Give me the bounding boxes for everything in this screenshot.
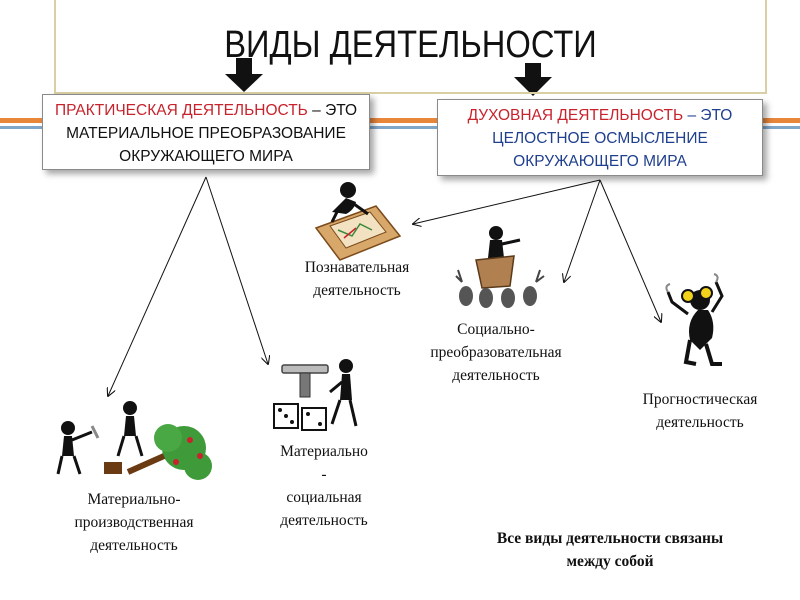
social-transform-label-line-1: Социально- (457, 321, 535, 338)
spiritual-line-1: ДУХОВНАЯ ДЕЯТЕЛЬНОСТЬ – ЭТО (438, 104, 762, 127)
material-social-label-line-4: деятельность (280, 512, 368, 529)
practical-line-2: МАТЕРИАЛЬНОЕ ПРЕОБРАЗОВАНИЕ (66, 125, 346, 142)
material-social-label-line-3: социальная (286, 489, 362, 506)
practical-line-1: ПРАКТИЧЕСКАЯ ДЕЯТЕЛЬНОСТЬ – ЭТО (43, 99, 369, 122)
social-transform-label-line-2: преобразовательная (430, 344, 562, 361)
prognostic-figure-icon (665, 273, 724, 366)
spiritual-dash: – ЭТО (683, 107, 733, 124)
practical-line-3: ОКРУЖАЮЩЕГО МИРА (119, 148, 293, 165)
cognitive-label-line-1: Познавательная (304, 259, 410, 276)
spiritual-term: ДУХОВНАЯ ДЕЯТЕЛЬНОСТЬ (467, 107, 684, 124)
material-production-figure-icon (56, 401, 212, 480)
cognitive-figure-icon (314, 182, 402, 261)
prognostic-activity-label: Прогностическая деятельность (610, 388, 790, 434)
connector-to-cognitive (413, 179, 601, 224)
practical-term: ПРАКТИЧЕСКАЯ ДЕЯТЕЛЬНОСТЬ (54, 102, 308, 119)
social-transform-figure-icon (455, 226, 545, 308)
material-social-activity-label: Материально - социальная деятельность (254, 440, 394, 532)
spiritual-activity-box: ДУХОВНАЯ ДЕЯТЕЛЬНОСТЬ – ЭТО ЦЕЛОСТНОЕ ОС… (437, 99, 763, 176)
connector-to-material-production (108, 176, 207, 396)
material-production-label-line-3: деятельность (90, 537, 178, 554)
spiritual-line-2: ЦЕЛОСТНОЕ ОСМЫСЛЕНИЕ (492, 130, 708, 147)
down-arrow-left (225, 58, 263, 92)
practical-dash: – ЭТО (307, 102, 358, 119)
material-production-label-line-1: Материально- (87, 491, 181, 508)
connector-to-prognostic (599, 179, 661, 322)
cognitive-activity-label: Познавательная деятельность (272, 256, 442, 302)
connector-to-material-social (205, 176, 268, 364)
social-transform-activity-label: Социально- преобразовательная деятельнос… (398, 318, 594, 387)
connection-note-line-1: Все виды деятельности связаны (496, 530, 724, 547)
material-production-label-line-2: производственная (74, 514, 194, 531)
page-title: ВИДЫ ДЕЯТЕЛЬНОСТИ (224, 24, 597, 66)
material-production-activity-label: Материально- производственная деятельнос… (34, 488, 234, 557)
prognostic-label-line-1: Прогностическая (642, 391, 758, 408)
prognostic-label-line-2: деятельность (656, 414, 744, 431)
spiritual-line-3: ОКРУЖАЮЩЕГО МИРА (513, 153, 687, 170)
decorative-stripes (0, 118, 800, 129)
material-social-figure-icon (273, 359, 358, 431)
practical-activity-box: ПРАКТИЧЕСКАЯ ДЕЯТЕЛЬНОСТЬ – ЭТО МАТЕРИАЛ… (42, 94, 370, 170)
cognitive-label-line-2: деятельность (313, 282, 401, 299)
down-arrow-right (514, 63, 552, 96)
connector-to-social-transform (564, 179, 601, 282)
material-social-label-line-1: Материально (280, 443, 368, 460)
title-frame (54, 0, 767, 94)
material-social-label-line-2: - (321, 466, 327, 483)
social-transform-label-line-3: деятельность (452, 367, 540, 384)
connection-note-line-2: между собой (566, 553, 654, 570)
connection-note: Все виды деятельности связаны между собо… (440, 527, 780, 573)
